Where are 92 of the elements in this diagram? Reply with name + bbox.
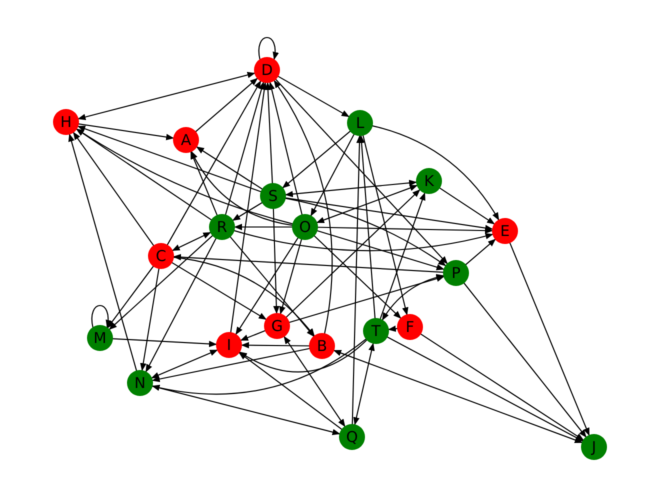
arrow bbox=[258, 36, 278, 60]
graph-node: C bbox=[148, 243, 174, 269]
arrow bbox=[283, 336, 346, 428]
arrow bbox=[379, 192, 426, 320]
arrow bbox=[194, 77, 258, 133]
arrow bbox=[166, 80, 262, 246]
arrow bbox=[372, 125, 500, 221]
arrow bbox=[264, 82, 273, 184]
arrow bbox=[279, 238, 302, 315]
arrow bbox=[352, 134, 363, 426]
graph-node: E bbox=[492, 218, 518, 244]
arrow bbox=[362, 134, 408, 316]
graph-node: B bbox=[309, 333, 335, 359]
arrow bbox=[438, 187, 496, 225]
graph-node: D bbox=[254, 57, 280, 83]
arrow bbox=[190, 150, 294, 226]
arrow bbox=[152, 385, 340, 436]
graph-node: M bbox=[87, 325, 113, 351]
arrow bbox=[77, 126, 262, 192]
arrow bbox=[224, 81, 265, 216]
graph-node: N bbox=[127, 370, 153, 396]
graph-node: R bbox=[209, 214, 235, 240]
arrow bbox=[284, 180, 418, 198]
arrow bbox=[284, 197, 494, 232]
arrow bbox=[463, 282, 587, 438]
arrow bbox=[172, 254, 444, 273]
arrow bbox=[272, 208, 280, 314]
arrow bbox=[268, 82, 303, 216]
arrow bbox=[112, 338, 218, 348]
arrow bbox=[152, 348, 310, 382]
arrow bbox=[140, 268, 160, 372]
arrow bbox=[333, 350, 583, 444]
arrow bbox=[282, 130, 352, 189]
graph-node: P bbox=[443, 260, 469, 286]
arrow bbox=[190, 150, 218, 216]
arrow bbox=[288, 276, 445, 324]
arrow bbox=[238, 339, 368, 372]
arrow bbox=[91, 304, 112, 328]
arrow bbox=[108, 234, 214, 330]
arrow bbox=[310, 133, 355, 217]
arrow bbox=[145, 237, 217, 373]
arrow bbox=[76, 128, 294, 225]
arrow bbox=[170, 262, 268, 320]
arrow bbox=[358, 134, 376, 320]
graph-node: F bbox=[397, 314, 423, 340]
arrow bbox=[76, 128, 212, 221]
arrow bbox=[77, 72, 256, 120]
arrow bbox=[233, 230, 494, 252]
arrow bbox=[238, 352, 343, 430]
graph-node: Q bbox=[339, 424, 365, 450]
arrow bbox=[273, 80, 333, 334]
arrow bbox=[285, 188, 421, 318]
graph-node: I bbox=[216, 332, 242, 358]
arrow bbox=[172, 256, 316, 337]
graph-node: T bbox=[363, 318, 389, 344]
arrow bbox=[106, 265, 154, 329]
arrow bbox=[172, 232, 212, 252]
arrow bbox=[240, 330, 266, 342]
arrow bbox=[464, 238, 496, 266]
arrow bbox=[229, 236, 315, 338]
arrow bbox=[353, 342, 375, 426]
arrow bbox=[230, 82, 268, 334]
arrow bbox=[382, 274, 444, 321]
arrow bbox=[274, 78, 448, 265]
arrow bbox=[234, 224, 293, 230]
arrow bbox=[150, 349, 218, 379]
arrow bbox=[388, 325, 398, 332]
graph-node: J bbox=[581, 434, 607, 460]
arrow bbox=[232, 202, 264, 222]
graph-node: H bbox=[53, 109, 79, 135]
graph-node: S bbox=[260, 183, 286, 209]
arrow bbox=[509, 242, 590, 436]
arrow bbox=[68, 133, 138, 372]
graph-node: L bbox=[347, 110, 373, 136]
graph-node: K bbox=[416, 168, 442, 194]
graph-node: A bbox=[173, 127, 199, 153]
arrow bbox=[241, 342, 310, 348]
arrow bbox=[152, 338, 367, 395]
arrow bbox=[72, 131, 154, 247]
arrow bbox=[420, 333, 584, 441]
graph-node: O bbox=[292, 214, 318, 240]
graph-node: G bbox=[264, 313, 290, 339]
arrow bbox=[316, 226, 494, 234]
arrow bbox=[235, 236, 299, 336]
arrow bbox=[78, 123, 174, 140]
arrow bbox=[284, 198, 447, 267]
arrow bbox=[316, 184, 418, 224]
arrow bbox=[313, 234, 402, 320]
arrow bbox=[277, 75, 350, 118]
arrow bbox=[316, 230, 445, 270]
arrow bbox=[386, 336, 584, 442]
arrow bbox=[196, 146, 264, 190]
